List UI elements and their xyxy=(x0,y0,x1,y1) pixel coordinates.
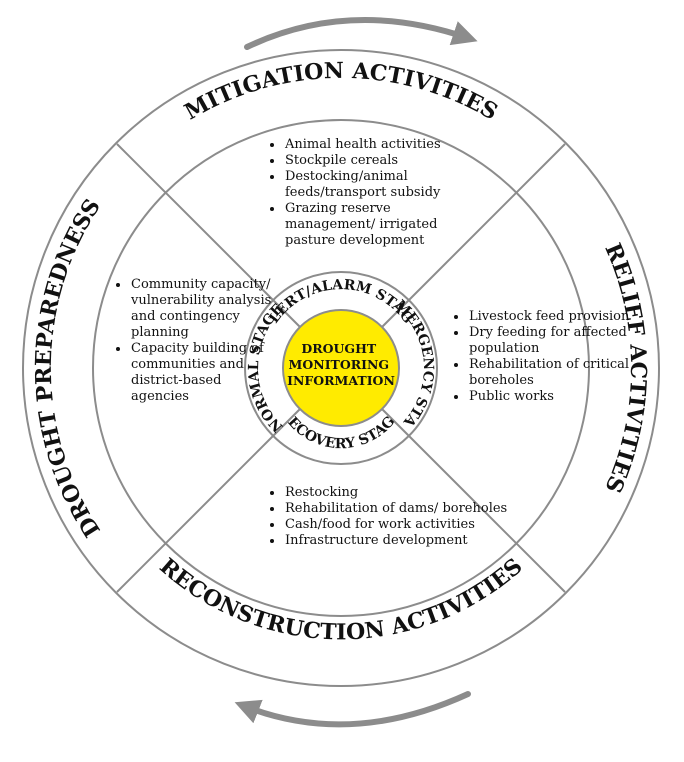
cycle-arrow-bottom xyxy=(234,691,471,728)
title-preparedness: DROUGHT PREPAREDNESS xyxy=(31,194,106,541)
divider-ne xyxy=(408,143,566,301)
cycle-arrow-top xyxy=(244,17,478,50)
center-text-line2: MONITORING xyxy=(289,357,390,372)
list-item: Stockpile cereals xyxy=(284,153,484,169)
mitigation-activities-list: Animal health activities Stockpile cerea… xyxy=(268,137,484,249)
preparedness-activities-list: Community capacity/ vulnerability analys… xyxy=(114,277,280,405)
stage-divider-sw xyxy=(272,408,301,437)
list-item: Public works xyxy=(468,389,633,405)
divider-sw xyxy=(116,435,274,593)
list-item: Cash/food for work activities xyxy=(284,517,514,533)
stage-divider-se xyxy=(381,408,410,437)
center-text-line3: INFORMATION xyxy=(287,373,395,388)
stage-divider-ne xyxy=(381,299,410,328)
list-item: Community capacity/ vulnerability analys… xyxy=(130,277,280,341)
list-item: Livestock feed provision xyxy=(468,309,633,325)
relief-activities-list: Livestock feed provision Dry feeding for… xyxy=(452,309,633,405)
list-item: Infrastructure development xyxy=(284,533,514,549)
outer-ring xyxy=(22,49,660,687)
list-item: Grazing reserve management/ irrigated pa… xyxy=(284,201,484,249)
divider-se xyxy=(408,435,566,593)
list-item: Dry feeding for affected population xyxy=(468,325,633,357)
title-mitigation: MITIGATION ACTIVITIES xyxy=(180,58,502,126)
center-text-line1: DROUGHT xyxy=(301,341,377,356)
list-item: Rehabilitation of critical boreholes xyxy=(468,357,633,389)
stage-divider-nw xyxy=(272,299,301,328)
list-item: Destocking/animal feeds/transport subsid… xyxy=(284,169,484,201)
center-circle xyxy=(282,309,400,427)
list-item: Restocking xyxy=(284,485,514,501)
title-reconstruction: RECONSTRUCTION ACTIVITIES xyxy=(154,553,527,645)
middle-ring xyxy=(92,119,590,617)
divider-nw xyxy=(116,143,274,301)
svg-text:MITIGATION ACTIVITIES: MITIGATION ACTIVITIES xyxy=(180,58,502,126)
list-item: Animal health activities xyxy=(284,137,484,153)
svg-text:DROUGHT PREPAREDNESS: DROUGHT PREPAREDNESS xyxy=(31,194,106,541)
list-item: Capacity building of communities and dis… xyxy=(130,341,280,405)
reconstruction-activities-list: Restocking Rehabilitation of dams/ boreh… xyxy=(268,485,514,549)
svg-text:RECONSTRUCTION ACTIVITIES: RECONSTRUCTION ACTIVITIES xyxy=(154,553,527,645)
list-item: Rehabilitation of dams/ boreholes xyxy=(284,501,514,517)
svg-text:DROUGHT MONITORING INF: DROUGHT MONITORING INFORMATION xyxy=(287,341,395,388)
